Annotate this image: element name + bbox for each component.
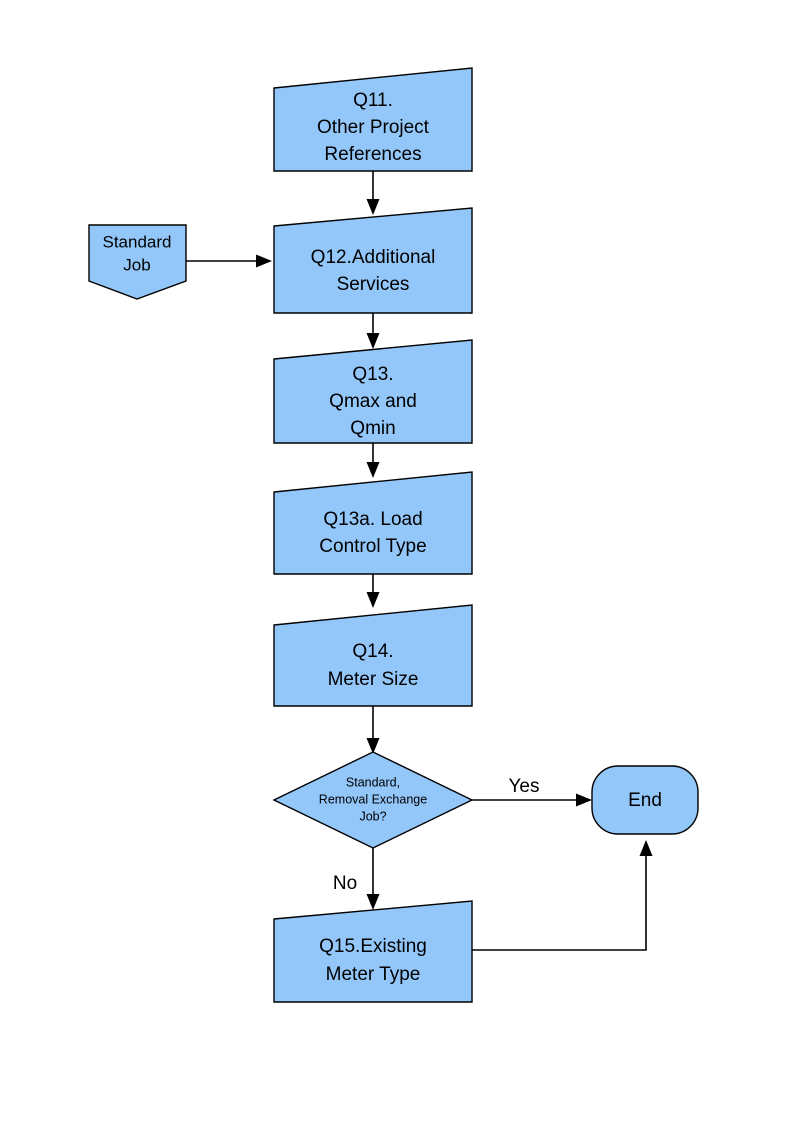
q15-shape — [273, 900, 473, 1003]
standard-job-label-line-2: Job — [123, 255, 150, 274]
q13a-load-control-type[interactable]: Q13a. Load Control Type — [273, 471, 473, 575]
end-shape — [591, 765, 699, 835]
q13-shape — [273, 339, 473, 444]
edge-q13a-to-q14 — [366, 574, 380, 608]
q13a-label-line-2: Control Type — [319, 536, 426, 557]
end-label: End — [628, 790, 662, 811]
q13a-shape — [273, 471, 473, 575]
q11-label-line-3: References — [324, 144, 421, 165]
q12-label-line-2: Services — [337, 274, 410, 295]
q12-additional-services[interactable]: Q12.Additional Services — [273, 207, 473, 314]
edge-decision-to-q15-no — [366, 848, 380, 910]
q13-label-line-3: Qmin — [350, 418, 395, 439]
end-terminator[interactable]: End — [591, 765, 699, 835]
q11-label-line-2: Other Project — [317, 117, 430, 138]
q14-label-line-2: Meter Size — [328, 669, 419, 690]
q13-label-line-2: Qmax and — [329, 391, 417, 412]
q12-shape — [273, 207, 473, 314]
q15-label-line-1: Q15.Existing — [319, 936, 427, 957]
q11-shape — [273, 67, 473, 172]
q14-meter-size[interactable]: Q14. Meter Size — [273, 604, 473, 707]
decision-label-line-3: Job? — [359, 809, 386, 823]
decision-label-line-1: Standard, — [346, 775, 400, 789]
edge-q13-to-q13a — [366, 443, 380, 478]
edge-q15-to-end — [472, 840, 653, 951]
standard-job[interactable]: Standard Job — [88, 224, 187, 300]
q15-label-line-2: Meter Type — [326, 964, 421, 985]
edge-standard-job-to-q12 — [186, 254, 272, 268]
edge-label-no: No — [333, 873, 357, 894]
standard-job-shape — [88, 224, 187, 300]
q12-label-line-1: Q12.Additional — [311, 247, 436, 268]
decision-label-line-2: Removal Exchange — [319, 792, 427, 806]
q13-qmax-and-qmin[interactable]: Q13. Qmax and Qmin — [273, 339, 473, 444]
decision-standard-removal-exchange-job[interactable]: Standard, Removal Exchange Job? — [272, 751, 474, 849]
q13-label-line-1: Q13. — [352, 364, 393, 385]
q15-existing-meter-type[interactable]: Q15.Existing Meter Type — [273, 900, 473, 1003]
edge-decision-to-end-yes — [472, 793, 592, 807]
edge-q14-to-decision — [366, 706, 380, 754]
q14-label-line-1: Q14. — [352, 641, 393, 662]
standard-job-label-line-1: Standard — [103, 232, 172, 251]
edge-q11-to-q12 — [366, 171, 380, 215]
q11-other-project-references[interactable]: Q11. Other Project References — [273, 67, 473, 172]
q14-shape — [273, 604, 473, 707]
decision-shape — [272, 751, 474, 849]
edge-label-yes: Yes — [509, 776, 540, 797]
edge-q12-to-q13 — [366, 313, 380, 349]
q13a-label-line-1: Q13a. Load — [323, 509, 422, 530]
q11-label-line-1: Q11. — [353, 90, 393, 111]
